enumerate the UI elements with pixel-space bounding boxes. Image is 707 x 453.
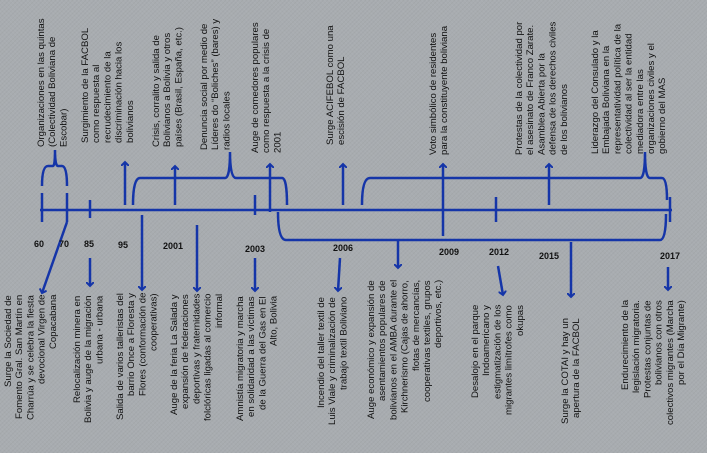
event-top-4: Denuncia social por medio de Líderes do …	[199, 18, 233, 150]
event-bottom-2: Relocalización minera en Bolivia y auge …	[72, 296, 106, 424]
year-label: 60	[34, 239, 45, 249]
year-label: 2006	[333, 243, 354, 253]
event-top-7: Voto simbólico de residentes para la con…	[428, 25, 451, 155]
arrow-down-icon	[338, 257, 340, 291]
event-top-6: Surge ACIFEBOL como una escisión de FACB…	[325, 25, 348, 145]
year-label: 2012	[489, 247, 510, 257]
event-bottom-4: Auge de la feria La Salada y expansión d…	[169, 294, 225, 422]
year-label: 2009	[439, 247, 460, 257]
event-bottom-3: Salida de varios talleristas del barrio …	[115, 293, 160, 420]
year-label: 70	[59, 239, 70, 249]
event-bottom-5: Amnistía migratoria y marcha en solidari…	[235, 296, 280, 421]
brace-2006-2017	[360, 151, 669, 206]
event-top-5: Auge de comedores populares como respues…	[250, 22, 284, 153]
year-label: 2003	[245, 244, 266, 254]
event-bottom-6: Incendio del taller textil de Luis Viale…	[316, 297, 350, 425]
year-label: 2015	[539, 251, 560, 261]
event-top-9: Liderazgo del Consulado y la Embajada Bo…	[590, 23, 669, 154]
event-bottom-8: Desalojo en el parque Indoamericano y es…	[470, 305, 526, 415]
brace-60-70	[40, 149, 69, 187]
event-bottom-7: Auge económico y expansión de asentamien…	[366, 280, 445, 421]
arrow-down-icon	[496, 265, 503, 295]
brace-1995-2003	[131, 151, 289, 206]
year-label: 2017	[660, 251, 681, 261]
event-bottom-10: Endurecimiento de la legislación migrato…	[620, 300, 688, 425]
event-top-1: Organizaciones en las quintas (Colectivi…	[36, 18, 70, 147]
event-bottom-9: Surge la COTAI y hay un apertura de la F…	[560, 318, 583, 424]
event-bottom-1: Surge la Sociedad de Fomento Gral. San M…	[3, 295, 59, 420]
event-top-8: Protestas de la colectividad por el ases…	[514, 21, 570, 155]
year-label: 95	[118, 240, 129, 250]
year-label: 85	[84, 239, 95, 249]
brace-2006-2017-lower	[276, 211, 668, 242]
year-label: 2001	[163, 241, 184, 251]
event-top-3: Crisis, corralito y salida de Bolivianos…	[151, 27, 185, 147]
event-top-2: Surgimiento de la FACBOL como respuesta …	[80, 27, 136, 143]
arrow-down-icon	[42, 221, 69, 293]
